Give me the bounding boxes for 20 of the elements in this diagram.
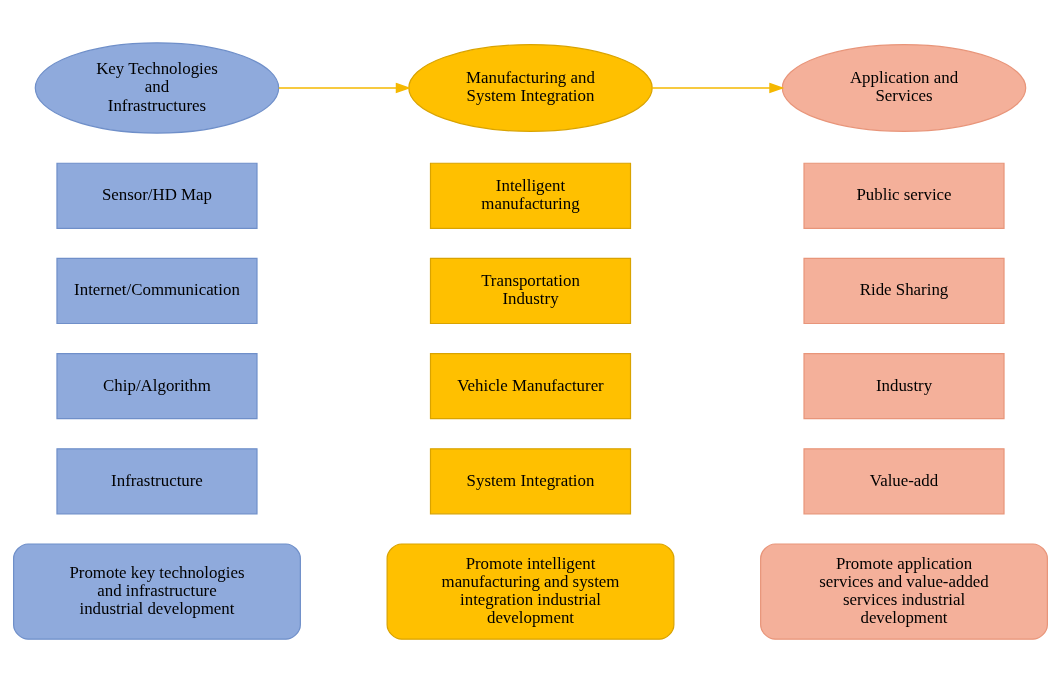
- node-box: Chip/Algorithm: [56, 352, 258, 419]
- node-box: Internet/Communication: [56, 257, 258, 324]
- node-box: Value-add: [803, 447, 1005, 514]
- node-ellipse: Manufacturing and System Integration: [408, 43, 653, 132]
- node-box: Vehicle Manufacturer: [429, 352, 632, 419]
- node-box: Intelligent manufacturing: [429, 162, 632, 229]
- node-box: System Integration: [429, 447, 632, 514]
- node-box: Promote intelligent manufacturing and system integration industrial development: [386, 542, 675, 640]
- node-box: Public service: [803, 162, 1005, 229]
- node-box: Promote key technologies and infrastructure industrial development: [13, 542, 301, 640]
- node-box: Ride Sharing: [803, 257, 1005, 324]
- arrow: [651, 82, 785, 93]
- arrow: [278, 82, 411, 93]
- node-box: Industry: [803, 352, 1005, 419]
- node-box: Infrastructure: [56, 447, 258, 514]
- node-box: Promote application services and value-added services industrial development: [760, 542, 1048, 640]
- node-ellipse: Key Technologies and Infrastructures: [34, 41, 280, 134]
- node-box: Sensor/HD Map: [56, 162, 258, 229]
- node-box: Transportation Industry: [429, 257, 632, 324]
- node-ellipse: Application and Services: [781, 43, 1027, 132]
